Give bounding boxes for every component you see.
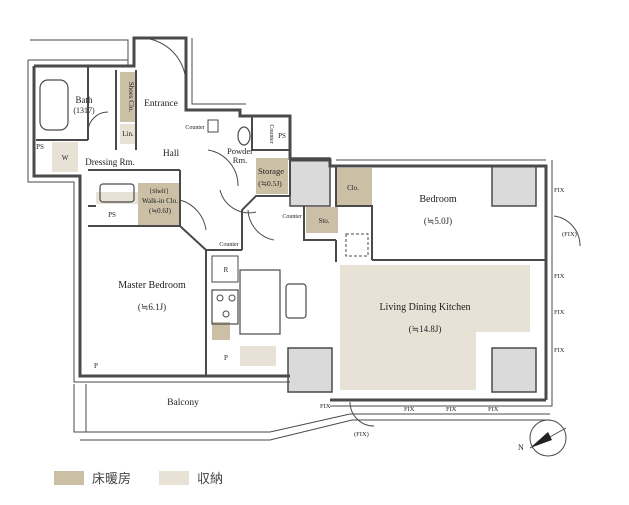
balcony-railing bbox=[73, 384, 550, 441]
linen-label: Lin. bbox=[122, 130, 134, 138]
master-bedroom-label: Master Bedroom bbox=[118, 280, 186, 291]
washbasin bbox=[99, 183, 135, 203]
fix-window-bottom-label: (FIX) bbox=[354, 431, 369, 438]
fix-window-right-label: (FIX) bbox=[562, 231, 577, 238]
north-compass bbox=[529, 419, 567, 457]
kitchen-counter-area bbox=[212, 322, 230, 340]
fix-label-1: FIX bbox=[554, 187, 565, 194]
fix-label-7: FIX bbox=[446, 406, 457, 413]
pillar-ldk-right bbox=[491, 347, 537, 393]
fix-label-5: FIX bbox=[320, 403, 331, 410]
shoes-closet-area bbox=[120, 72, 136, 122]
storage-size-label: (≒0.5J) bbox=[258, 179, 282, 188]
bath-label: Bath bbox=[76, 95, 93, 105]
fridge-space bbox=[211, 255, 239, 283]
toilet bbox=[237, 126, 251, 146]
ps-dressing-label: PS bbox=[108, 211, 116, 219]
kitchen-shelf-area bbox=[240, 346, 276, 366]
bedroom-size-label: (≒5.0J) bbox=[424, 216, 452, 226]
fix-label-8: FIX bbox=[488, 406, 499, 413]
north-label: N bbox=[518, 443, 524, 452]
legend-floor-heating-label: 床暖房 bbox=[92, 472, 132, 487]
sto-label: Sto. bbox=[318, 217, 329, 225]
legend-storage-label: 収納 bbox=[197, 472, 224, 487]
interior-walls bbox=[36, 66, 546, 376]
washer-area bbox=[52, 142, 78, 172]
walk-in-closet-area bbox=[138, 183, 180, 225]
legend-floor-heating-swatch bbox=[54, 470, 84, 485]
entrance-label: Entrance bbox=[144, 99, 178, 109]
counter-kitchen-label: Counter bbox=[219, 242, 238, 248]
fix-label-3: FIX bbox=[554, 309, 565, 316]
kitchen-sink bbox=[285, 283, 307, 319]
storage-area bbox=[256, 158, 288, 194]
washer-label: W bbox=[62, 154, 69, 162]
master-bedroom-size-label: (≒6.1J) bbox=[138, 302, 166, 312]
utility-box bbox=[345, 233, 369, 257]
storage-label: Storage bbox=[258, 166, 284, 176]
powder-label-2: Rm. bbox=[233, 155, 247, 165]
closet-label: Clo. bbox=[347, 184, 359, 192]
legend-storage-swatch bbox=[159, 470, 190, 485]
legend: 床暖房 収納 bbox=[54, 468, 251, 487]
wic-size-label: (≒0.6J) bbox=[149, 207, 172, 215]
ldk-label: Living Dining Kitchen bbox=[379, 302, 470, 313]
bedroom-closet-area bbox=[336, 168, 372, 206]
dressing-shelf bbox=[96, 192, 138, 204]
legend-storage: 収納 bbox=[159, 468, 223, 487]
ldk-size-label: (≒14.8J) bbox=[409, 324, 442, 334]
fix-label-2: FIX bbox=[554, 273, 565, 280]
powder-label: Powder bbox=[227, 146, 253, 156]
counter-sto-label: Counter bbox=[282, 214, 301, 220]
bedroom-label: Bedroom bbox=[419, 194, 456, 205]
linen-closet-area bbox=[120, 124, 136, 144]
wic-label: Walk-in Clo. bbox=[142, 197, 178, 205]
shoes-clo-label: Shoes Clo. bbox=[127, 82, 135, 113]
ps-bath-label: PS bbox=[36, 143, 44, 151]
ps-powder-label: PS bbox=[278, 132, 286, 140]
kitchen-island bbox=[239, 269, 281, 335]
exterior-walls bbox=[32, 36, 548, 402]
bath-size-label: (1317) bbox=[73, 106, 95, 115]
counter-powder-label: Counter bbox=[268, 124, 274, 143]
balcony-label: Balcony bbox=[167, 398, 199, 408]
fix-label-6: FIX bbox=[404, 406, 415, 413]
kitchen-stove bbox=[211, 289, 239, 325]
dressing-label: Dressing Rm. bbox=[85, 157, 135, 167]
pillar-top bbox=[289, 157, 331, 207]
fix-label-4: FIX bbox=[554, 347, 565, 354]
pantry-label: P bbox=[224, 354, 228, 362]
counter-hall-label: Counter bbox=[185, 125, 204, 131]
pantry-master-label: P bbox=[94, 362, 98, 370]
doors bbox=[87, 37, 581, 427]
ldk-floor-heating bbox=[340, 265, 530, 390]
fridge-label: R bbox=[224, 266, 229, 274]
shelf-label: [Shelf] bbox=[150, 188, 168, 195]
legend-floor-heating: 床暖房 bbox=[54, 468, 131, 487]
outer-wall-lines bbox=[27, 38, 553, 407]
hall-label: Hall bbox=[163, 149, 180, 159]
pillar-ldk-left bbox=[287, 347, 333, 393]
bathtub bbox=[39, 79, 69, 131]
sto-area bbox=[306, 207, 338, 233]
pillar-bedroom bbox=[491, 165, 537, 207]
